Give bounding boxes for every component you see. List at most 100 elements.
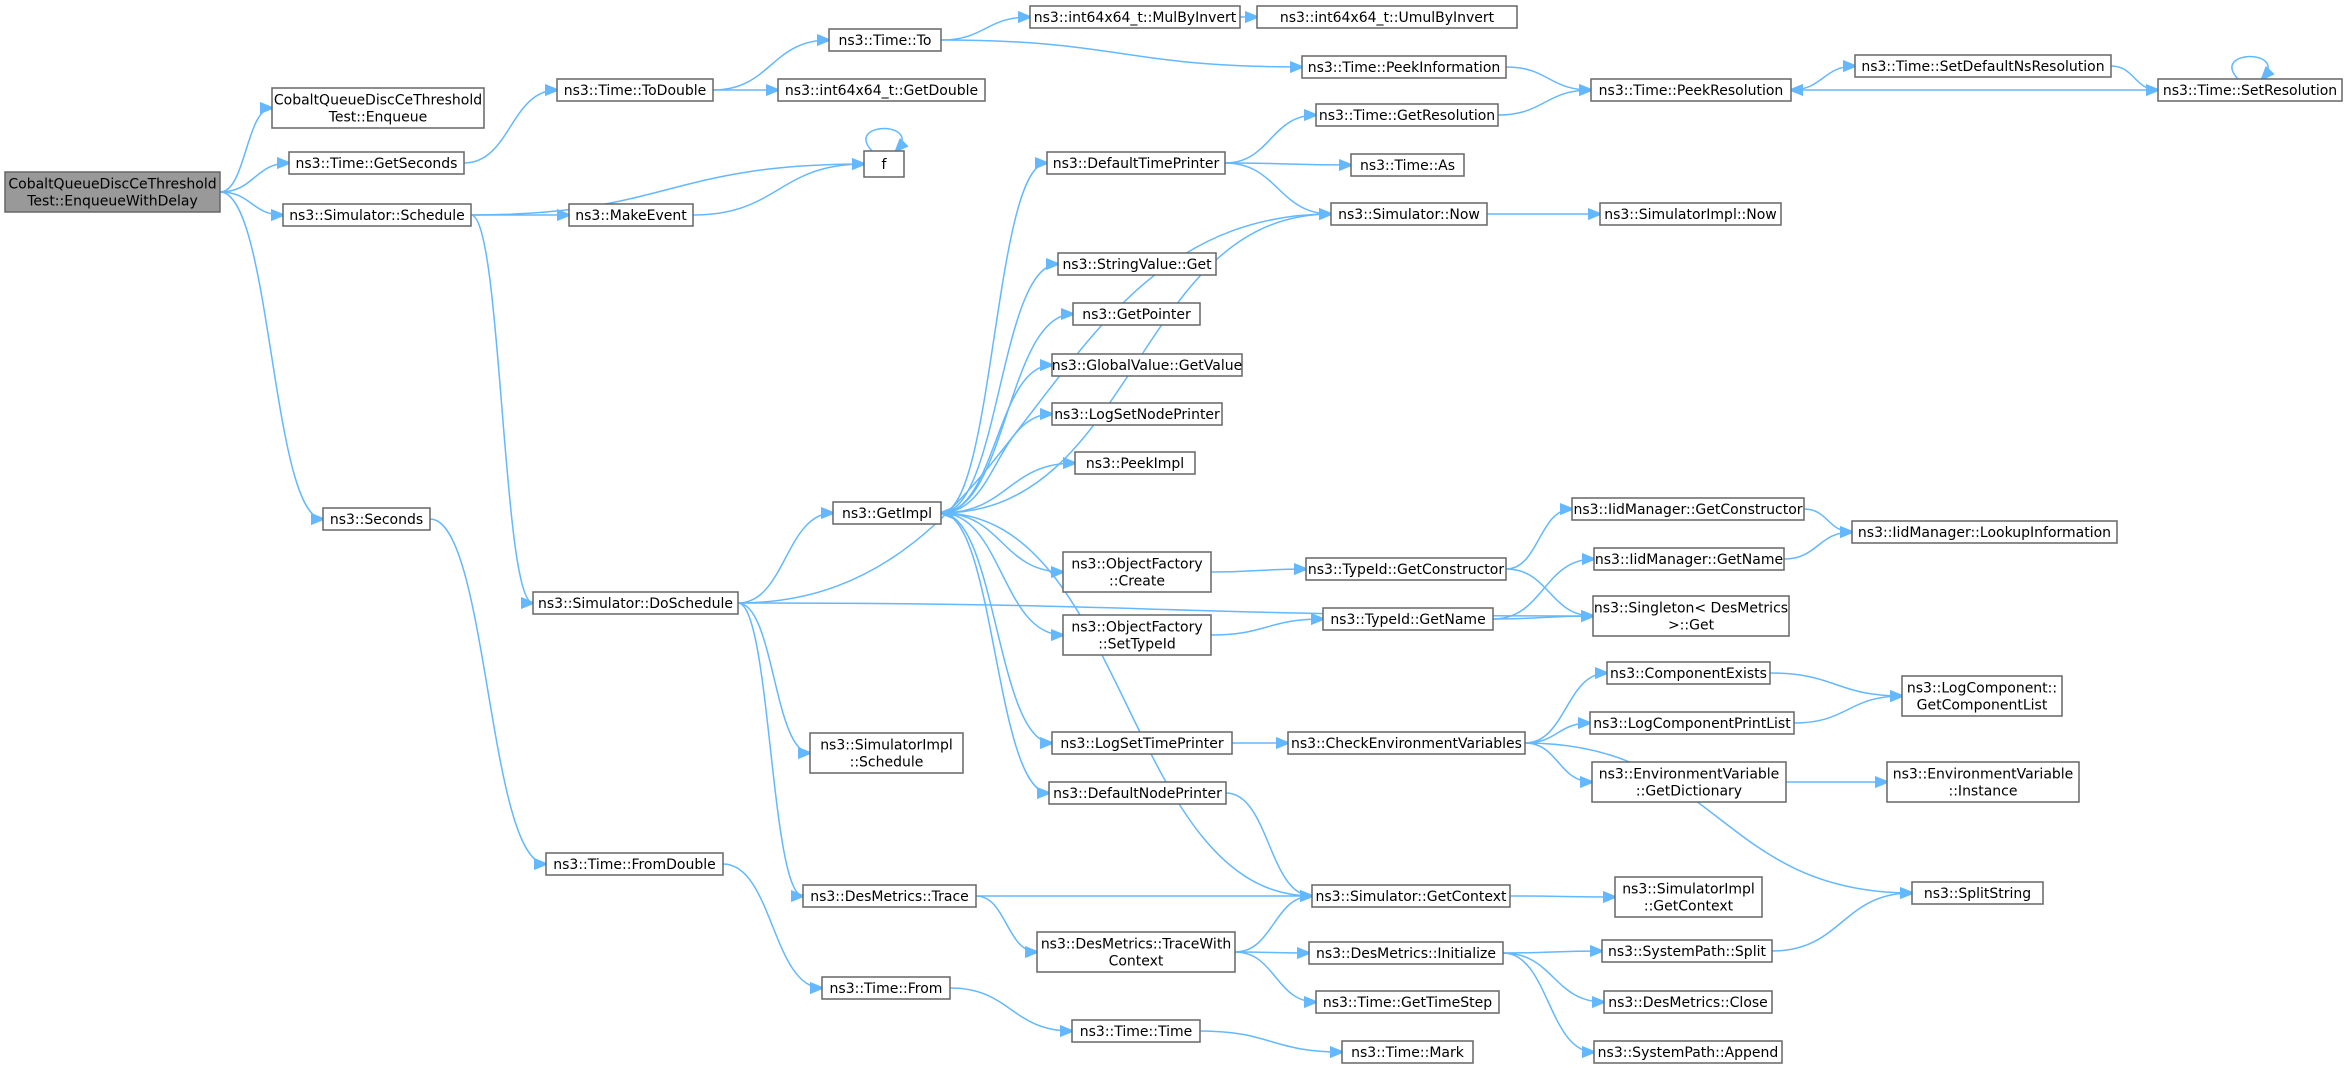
node-schedule[interactable]: ns3::Simulator::Schedule [282,203,472,227]
node-box [1589,711,1795,735]
edge-root-to-schedule [219,191,283,215]
edge-getresolution-to-peekresolution [1497,90,1591,116]
node-mulbyinvert[interactable]: ns3::int64x64_t::MulByInvert [1029,5,1241,29]
node-iidgetname[interactable]: ns3::IidManager::GetName [1593,547,1785,571]
node-label: ns3::SplitString [1924,886,2031,902]
node-label: ns3::GlobalValue::GetValue [1052,358,1242,374]
node-singletonget[interactable]: ns3::Singleton< DesMetrics >::Get [1592,595,1790,637]
node-logsetnodeprinter[interactable]: ns3::LogSetNodePrinter [1051,402,1223,426]
node-timetime[interactable]: ns3::Time::Time [1071,1019,1201,1043]
node-componentexists[interactable]: ns3::ComponentExists [1606,661,1771,685]
node-peekinformation[interactable]: ns3::Time::PeekInformation [1301,55,1507,79]
node-objfactorycreate[interactable]: ns3::ObjectFactory::Create [1062,551,1212,593]
edge-line [1497,90,1591,116]
edge-line [1769,672,1902,696]
node-logsettimeprinter[interactable]: ns3::LogSetTimePrinter [1051,731,1233,755]
edge-line [1502,952,1594,1052]
node-timemark[interactable]: ns3::Time::Mark [1341,1040,1474,1064]
node-iidgetconstructor[interactable]: ns3::IidManager::GetConstructor [1571,497,1805,521]
node-iidlookupinfo[interactable]: ns3::IidManager::LookupInformation [1851,520,2118,544]
node-box [288,151,465,175]
node-logcompprintlist[interactable]: ns3::LogComponentPrintList [1589,711,1795,735]
node-timeto[interactable]: ns3::Time::To [828,28,942,52]
node-setresolution[interactable]: ns3::Time::SetResolution [2157,78,2343,102]
node-makeevent[interactable]: ns3::MakeEvent [568,203,694,227]
node-envvarinstance[interactable]: ns3::EnvironmentVariable::Instance [1886,761,2080,803]
node-f[interactable]: f [863,150,905,178]
node-desmetricstrace[interactable]: ns3::DesMetrics::Trace [802,884,977,908]
node-fromdouble[interactable]: ns3::Time::FromDouble [545,852,724,876]
node-label: ns3::Time::As [1360,158,1455,174]
node-label: ns3::MakeEvent [575,208,687,224]
node-timeas[interactable]: ns3::Time::As [1350,153,1465,177]
edge-desmetricsinit-to-desmetricsclose [1502,952,1604,1002]
node-simulatornow[interactable]: ns3::Simulator::Now [1330,202,1488,226]
node-systempathappend[interactable]: ns3::SystemPath::Append [1593,1040,1783,1064]
node-envvargetdict[interactable]: ns3::EnvironmentVariable::GetDictionary [1591,761,1787,803]
node-getimpl[interactable]: ns3::GetImpl [832,501,942,525]
node-gettimestep[interactable]: ns3::Time::GetTimeStep [1315,990,1500,1014]
node-box [1308,941,1504,965]
node-setdefaultnsres[interactable]: ns3::Time::SetDefaultNsResolution [1854,54,2112,78]
edge-doschedule-to-desmetricstrace [737,602,803,896]
edge-line [1224,163,1351,165]
node-defaulttimeprinter[interactable]: ns3::DefaultTimePrinter [1046,151,1226,175]
node-todouble[interactable]: ns3::Time::ToDouble [556,78,714,102]
edge-line [1505,509,1572,570]
node-logcompgetlist[interactable]: ns3::LogComponent::GetComponentList [1901,675,2063,717]
node-simimplgetcontext[interactable]: ns3::SimulatorImpl::GetContext [1614,876,1763,918]
edge-setdefaultnsres-to-setresolution [2110,65,2158,90]
node-label: ns3::DefaultNodePrinter [1053,786,1222,802]
node-simgetcontext[interactable]: ns3::Simulator::GetContext [1311,884,1511,908]
node-root[interactable]: CobaltQueueDiscCeThresholdTest::EnqueueW… [4,171,221,213]
node-doschedule[interactable]: ns3::Simulator::DoSchedule [532,591,739,615]
edge-desmetricsinit-to-systempathappend [1502,952,1594,1052]
node-box [2157,78,2343,102]
node-getpointer[interactable]: ns3::GetPointer [1072,302,1201,326]
edge-getimpl-to-peekimpl [940,463,1075,514]
node-label: ns3::SimulatorImpl [820,738,953,754]
node-box [802,884,977,908]
node-label: ns3::Seconds [330,512,423,528]
node-seconds[interactable]: ns3::Seconds [322,507,431,531]
node-defaultnodeprinter[interactable]: ns3::DefaultNodePrinter [1048,781,1227,805]
node-getdouble[interactable]: ns3::int64x64_t::GetDouble [777,78,986,102]
edge-defaulttimeprinter-to-timeas [1224,163,1351,165]
node-label: ns3::EnvironmentVariable [1599,767,1780,783]
edge-line [463,90,557,164]
node-desmetricsinit[interactable]: ns3::DesMetrics::Initialize [1308,941,1504,965]
node-label: ns3::Singleton< DesMetrics [1594,601,1788,617]
node-peekimpl[interactable]: ns3::PeekImpl [1074,451,1196,475]
node-box [1256,5,1518,29]
node-getseconds[interactable]: ns3::Time::GetSeconds [288,151,465,175]
node-label: ns3::StringValue::Get [1062,257,1212,273]
node-label: CobaltQueueDiscCeThreshold [274,93,482,109]
node-label: ns3::LogComponent:: [1907,681,2057,697]
node-peekresolution[interactable]: ns3::Time::PeekResolution [1590,78,1792,102]
node-label: ns3::Time::SetDefaultNsResolution [1861,59,2104,75]
node-simimplnow[interactable]: ns3::SimulatorImpl::Now [1599,202,1782,226]
node-typeidgetname[interactable]: ns3::TypeId::GetName [1322,607,1494,631]
edge-objfactorysettypeid-to-typeidgetname [1210,619,1323,636]
node-box [1614,876,1763,918]
node-stringvalueget[interactable]: ns3::StringValue::Get [1057,252,1217,276]
node-label: ns3::Time::ToDouble [564,83,707,99]
node-checkenvvars[interactable]: ns3::CheckEnvironmentVariables [1287,731,1526,755]
edge-typeidgetconstructor-to-iidgetconstructor [1505,509,1572,570]
node-label: ns3::Time::SetResolution [2163,83,2337,99]
node-typeidgetconstructor[interactable]: ns3::TypeId::GetConstructor [1305,557,1507,581]
node-label: ns3::Time::GetResolution [1319,108,1495,124]
node-box [1062,551,1212,593]
node-timefrom[interactable]: ns3::Time::From [821,976,951,1000]
node-umulbyinvert[interactable]: ns3::int64x64_t::UmulByInvert [1256,5,1518,29]
node-globalvaluegetvalue[interactable]: ns3::GlobalValue::GetValue [1051,353,1243,377]
node-splitstring[interactable]: ns3::SplitString [1911,881,2044,905]
node-objfactorysettypeid[interactable]: ns3::ObjectFactory::SetTypeId [1062,614,1212,656]
node-box [1029,5,1241,29]
node-getresolution[interactable]: ns3::Time::GetResolution [1315,103,1499,127]
node-simimplschedule[interactable]: ns3::SimulatorImpl::Schedule [809,732,964,774]
node-desmetricsclose[interactable]: ns3::DesMetrics::Close [1603,990,1773,1014]
node-systempathsplit[interactable]: ns3::SystemPath::Split [1601,939,1773,963]
